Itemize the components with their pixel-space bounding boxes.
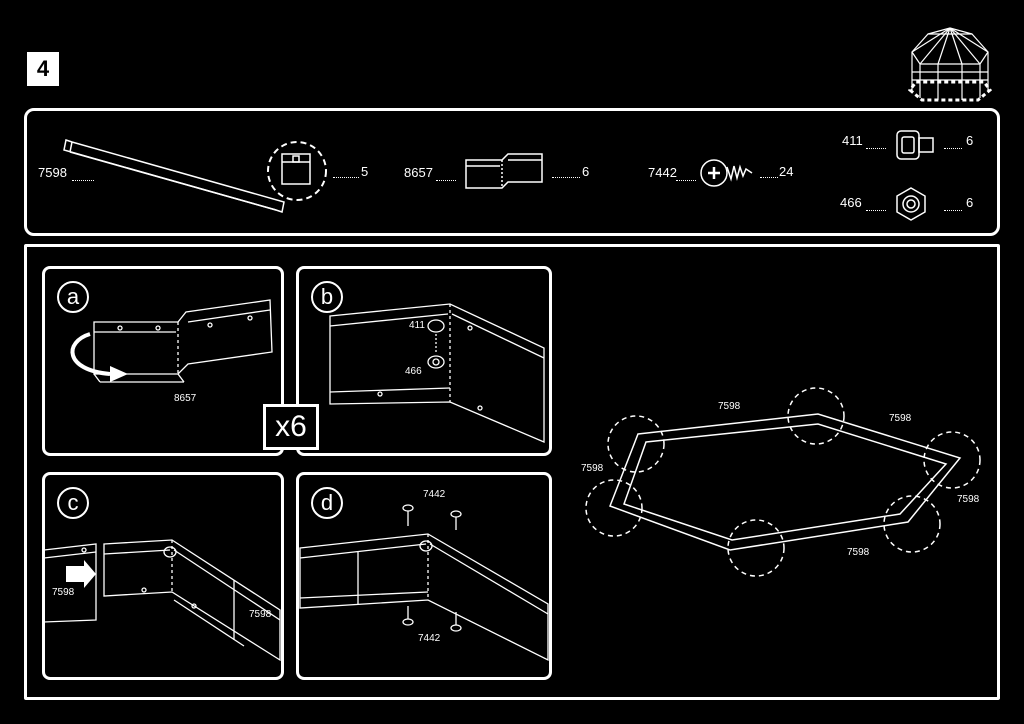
- leader-dots: [944, 210, 962, 211]
- assembly-panel: [24, 244, 1000, 700]
- bolt-icon: [896, 130, 934, 160]
- step-d-letter: d: [311, 487, 343, 519]
- frame-label-right: 7598: [957, 494, 980, 505]
- step-d-illustration: [299, 504, 549, 662]
- part-code-7442: 7442: [648, 165, 677, 180]
- step-c-rail-left-label: 7598: [52, 587, 75, 598]
- step-d-screw-bottom-label: 7442: [418, 633, 441, 644]
- part-qty-411: 6: [966, 133, 974, 148]
- frame-label-bottom: 7598: [847, 547, 870, 558]
- screw-icon: [700, 159, 753, 187]
- shed-overview-icon: [907, 27, 993, 102]
- step-a-letter: a: [57, 281, 89, 313]
- step-b-illustration: [329, 303, 545, 443]
- leader-dots: [676, 180, 696, 181]
- step-b-panel: [296, 266, 552, 456]
- leader-dots: [333, 177, 359, 178]
- rail-detail-circle: [267, 141, 327, 201]
- step-a-panel: [42, 266, 284, 456]
- step-c-letter: c: [57, 487, 89, 519]
- step-b-nut-label: 466: [405, 366, 422, 377]
- step-d-screw-top-label: 7442: [423, 489, 446, 500]
- frame-label-top: 7598: [718, 401, 741, 412]
- parts-list-panel: [24, 108, 1000, 236]
- leader-dots: [760, 177, 778, 178]
- step-c-illustration: [43, 539, 281, 662]
- frame-label-top-right: 7598: [889, 413, 912, 424]
- step-a-illustration: [70, 299, 273, 383]
- part-code-411: 411: [842, 133, 863, 148]
- leader-dots: [944, 148, 962, 149]
- hexagon-frame-overview: [585, 387, 981, 577]
- part-qty-7598: 5: [361, 164, 369, 179]
- leader-dots: [436, 180, 456, 181]
- step-d-panel: [296, 472, 552, 680]
- leader-dots: [72, 180, 94, 181]
- step-b-bolt-label: 411: [409, 320, 425, 331]
- part-qty-8657: 6: [582, 164, 590, 179]
- leader-dots: [866, 148, 886, 149]
- part-code-466: 466: [840, 195, 862, 210]
- part-qty-466: 6: [966, 195, 974, 210]
- leader-dots: [866, 210, 886, 211]
- leader-dots: [552, 177, 580, 178]
- part-code-8657: 8657: [404, 165, 433, 180]
- long-rail-icon: [63, 139, 285, 213]
- step-a-part-label: 8657: [174, 393, 197, 404]
- nut-icon: [896, 187, 926, 221]
- corner-bracket-icon: [465, 153, 543, 189]
- part-qty-7442: 24: [779, 164, 794, 179]
- repeat-multiplier: x6: [263, 404, 319, 450]
- step-b-letter: b: [311, 281, 343, 313]
- frame-label-left: 7598: [581, 463, 604, 474]
- step-number-badge: 4: [27, 52, 59, 86]
- step-c-rail-right-label: 7598: [249, 609, 272, 620]
- part-code-7598: 7598: [38, 165, 67, 180]
